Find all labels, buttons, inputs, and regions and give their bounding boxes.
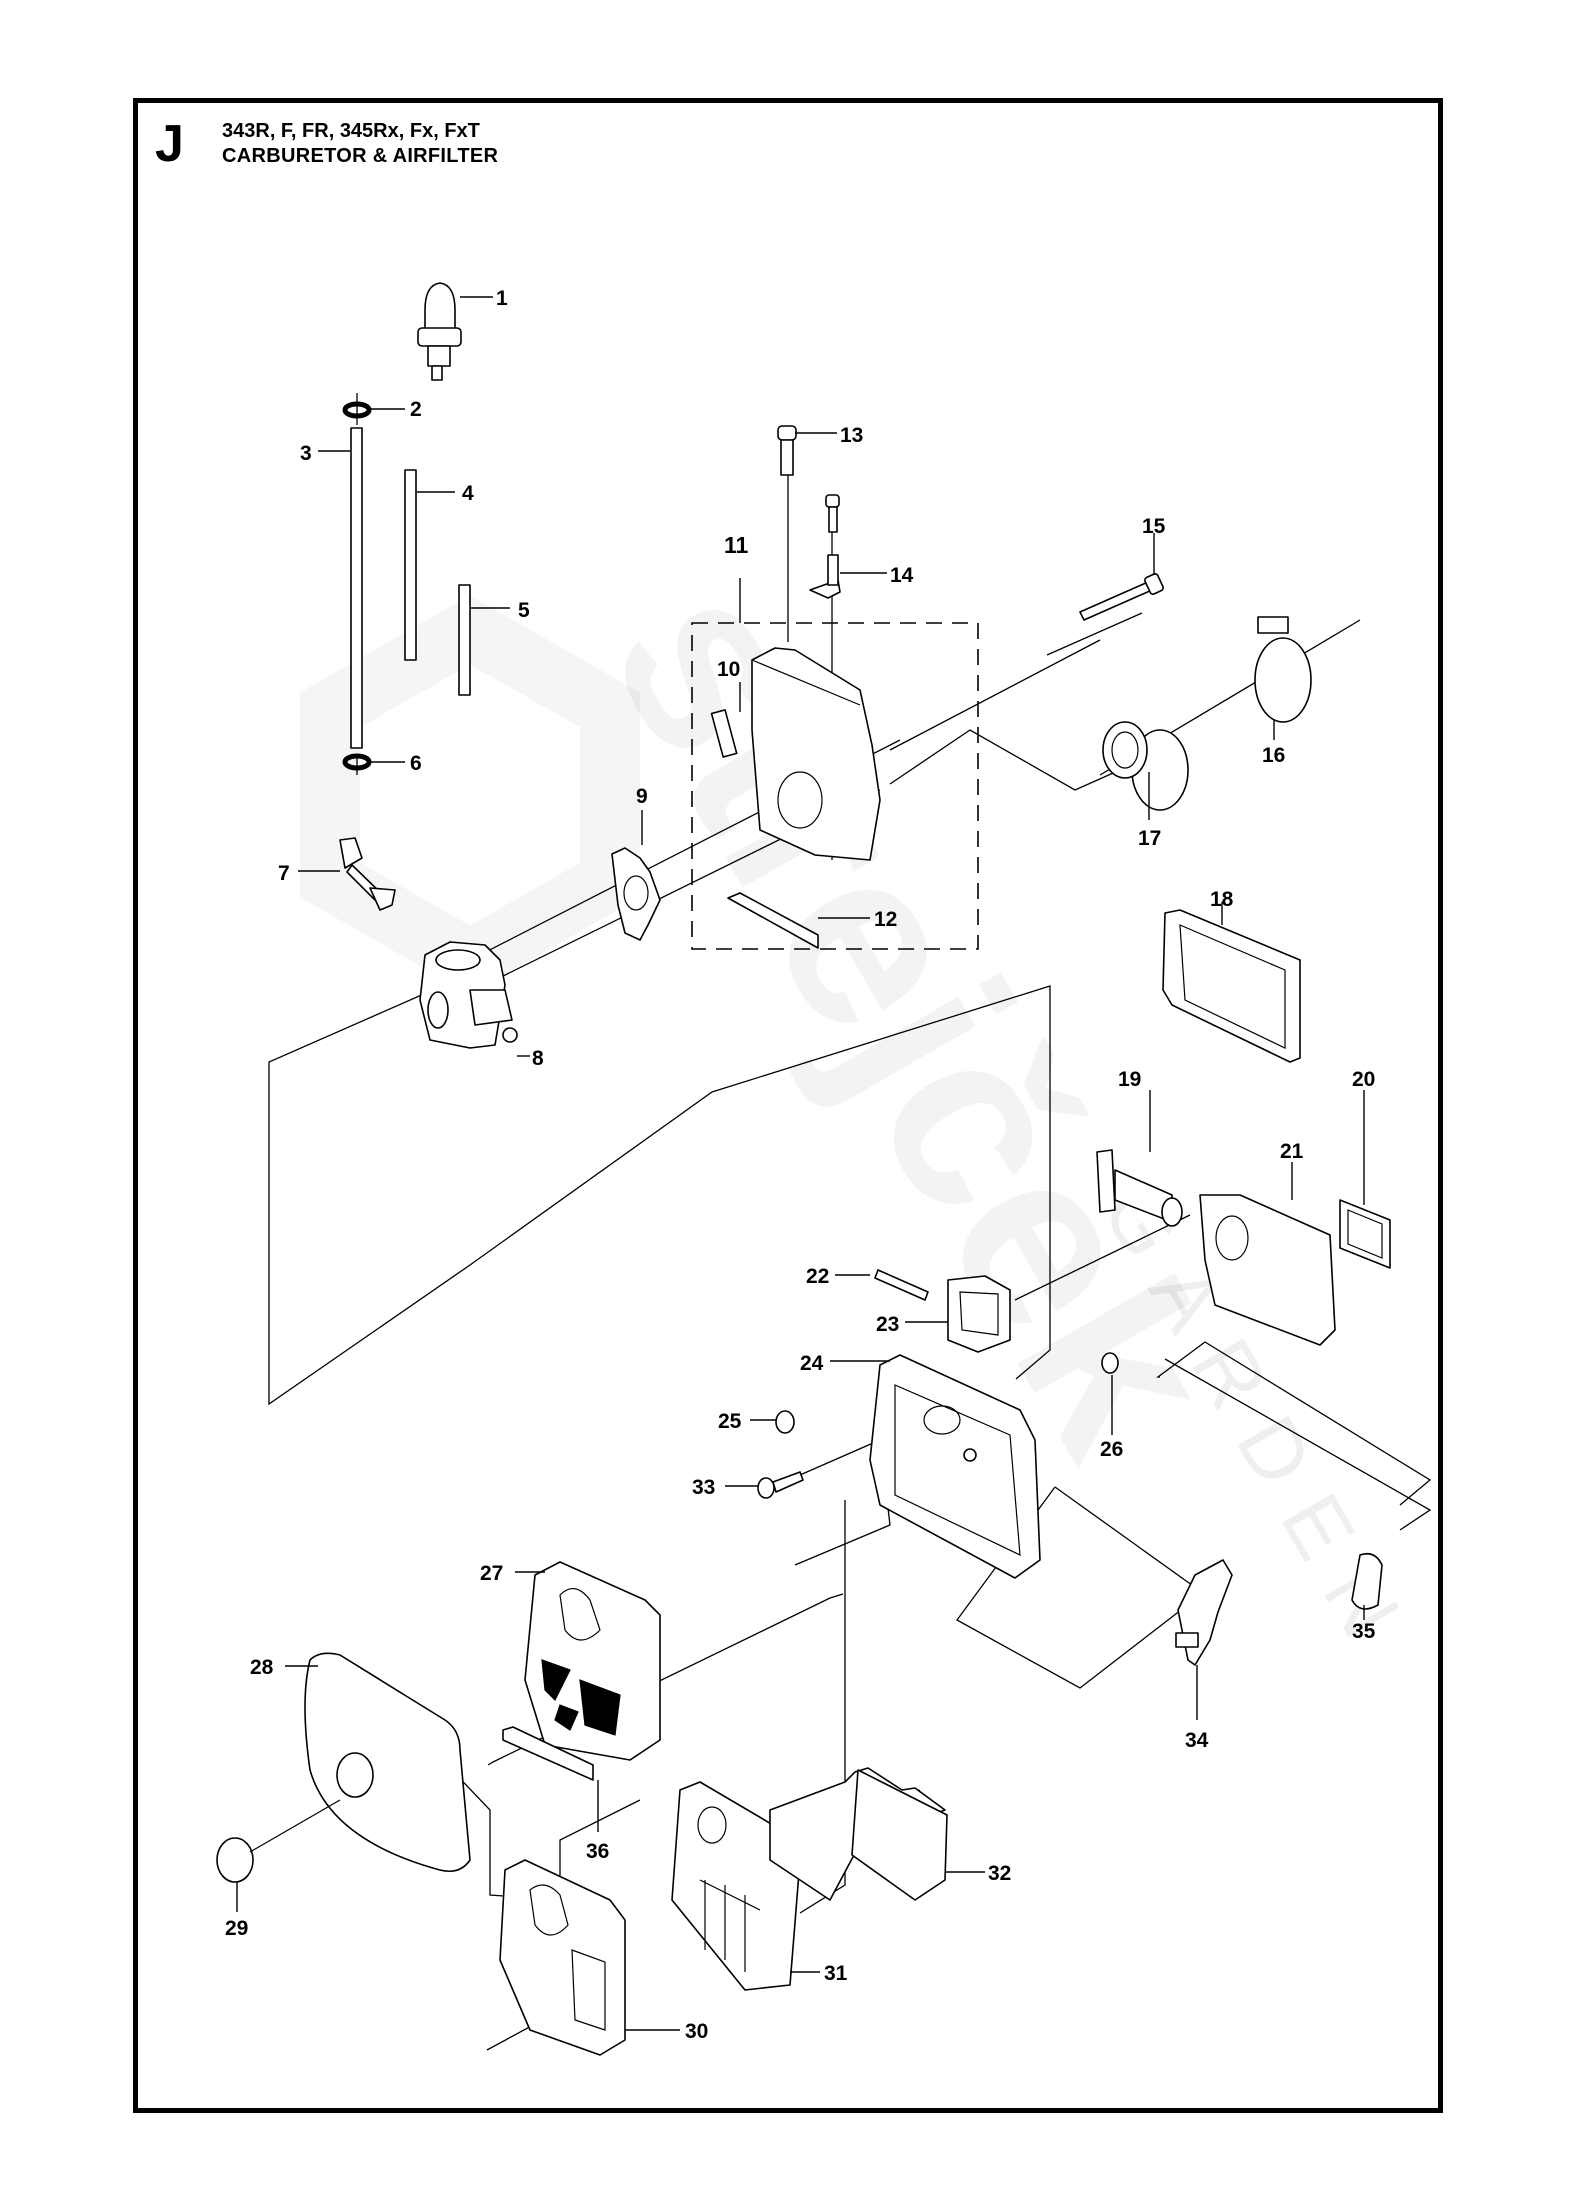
part-label-31[interactable]: 31 [824, 1962, 848, 1985]
hose-clamp-icon[interactable] [1254, 616, 1312, 723]
part-label-8[interactable]: 8 [532, 1047, 544, 1070]
part-label-35[interactable]: 35 [1352, 1620, 1376, 1643]
part-label-19[interactable]: 19 [1118, 1068, 1141, 1091]
part-label-12[interactable]: 12 [874, 908, 897, 931]
air-filter-base-icon[interactable] [869, 1354, 1041, 1579]
intake-axis-step [889, 729, 1121, 791]
axis-26 [1014, 1214, 1191, 1301]
cover-axis-upper [487, 1593, 844, 1766]
filter-cover-decal-icon[interactable] [524, 1561, 661, 1761]
nut-right-icon[interactable] [1101, 1352, 1119, 1374]
part-label-33[interactable]: 33 [692, 1476, 715, 1499]
bolt-axis [1046, 612, 1143, 656]
o-ring-top-icon[interactable] [342, 401, 372, 419]
part-label-23[interactable]: 23 [876, 1313, 899, 1336]
part-label-32[interactable]: 32 [988, 1862, 1011, 1885]
assembly-outline-right [1156, 1341, 1432, 1506]
part-label-6[interactable]: 6 [410, 752, 422, 775]
fuel-hose-medium-icon[interactable] [404, 469, 417, 661]
part-label-22[interactable]: 22 [806, 1265, 829, 1288]
choke-bracket-icon[interactable] [1175, 1559, 1233, 1666]
kit-group-box [691, 622, 979, 950]
small-pad-icon[interactable] [710, 709, 738, 758]
part-label-11[interactable]: 11 [724, 532, 749, 558]
part-label-13[interactable]: 13 [840, 424, 863, 447]
intake-tube-icon[interactable] [1096, 1149, 1183, 1227]
intake-bracket-icon[interactable] [751, 647, 881, 861]
vertical-axis-33 [799, 1500, 846, 1914]
bracket-clip-icon[interactable] [809, 494, 841, 599]
choke-flap-icon[interactable] [1351, 1552, 1383, 1610]
part-label-5[interactable]: 5 [518, 599, 530, 622]
part-label-17[interactable]: 17 [1138, 827, 1161, 850]
part-label-28[interactable]: 28 [250, 1656, 274, 1679]
part-label-21[interactable]: 21 [1280, 1140, 1304, 1163]
drawing-frame [133, 98, 1443, 2113]
part-label-14[interactable]: 14 [890, 564, 914, 587]
filter-holder-icon[interactable] [671, 1781, 801, 1991]
filter-housing-icon[interactable] [1199, 1194, 1336, 1346]
assembly-outline-left [268, 985, 1051, 1406]
assembly-outline-34 [956, 1486, 1205, 1689]
part-label-1[interactable]: 1 [496, 287, 508, 310]
part-label-27[interactable]: 27 [480, 1562, 503, 1585]
part-label-9[interactable]: 9 [636, 785, 648, 808]
part-label-15[interactable]: 15 [1142, 515, 1166, 538]
part-label-2[interactable]: 2 [410, 398, 422, 421]
nut-left-icon[interactable] [775, 1410, 795, 1434]
screw-long-icon[interactable] [777, 425, 797, 476]
part-label-3[interactable]: 3 [300, 442, 312, 465]
inner-cover-icon[interactable] [499, 1859, 626, 2056]
part-label-16[interactable]: 16 [1262, 744, 1285, 767]
foam-strip-icon[interactable] [727, 892, 819, 949]
fuel-hose-short-icon[interactable] [458, 584, 471, 696]
intake-boot-icon[interactable] [1102, 721, 1189, 811]
part-label-30[interactable]: 30 [685, 2020, 708, 2043]
seal-strip-icon[interactable] [502, 1726, 594, 1781]
part-label-4[interactable]: 4 [462, 482, 474, 505]
carburetor-gasket-icon[interactable] [611, 847, 661, 941]
part-label-36[interactable]: 36 [586, 1840, 609, 1863]
part-label-20[interactable]: 20 [1352, 1068, 1375, 1091]
part-label-7[interactable]: 7 [278, 862, 290, 885]
filter-plate-icon[interactable] [1162, 909, 1301, 1063]
gasket-square-icon[interactable] [1339, 1199, 1391, 1269]
holder-icon[interactable] [947, 1275, 1011, 1353]
sheet-models: 343R, F, FR, 345Rx, Fx, FxT [222, 120, 480, 142]
part-label-34[interactable]: 34 [1185, 1729, 1209, 1752]
part-label-24[interactable]: 24 [800, 1352, 824, 1375]
cover-knob-icon[interactable] [216, 1799, 341, 1883]
leader-lines [236, 296, 1365, 2031]
part-labels: 1 2 3 4 5 6 7 8 9 10 11 12 13 14 15 16 1… [225, 287, 1376, 2043]
intake-axis-mid [889, 639, 1101, 751]
outer-cover-icon[interactable] [304, 1652, 471, 1873]
o-ring-bottom-icon[interactable] [342, 753, 372, 771]
part-label-26[interactable]: 26 [1100, 1438, 1123, 1461]
part-label-29[interactable]: 29 [225, 1917, 248, 1940]
sheet-section-title: CARBURETOR & AIRFILTER [222, 145, 499, 167]
foam-filter-icon[interactable] [769, 1767, 948, 1901]
screw-icon[interactable] [757, 1471, 804, 1499]
fuel-hose-long-icon[interactable] [350, 427, 363, 749]
sheet-letter: J [155, 115, 184, 173]
part-label-18[interactable]: 18 [1210, 888, 1234, 911]
pin-icon[interactable] [874, 1269, 929, 1301]
axis-35 [1164, 1358, 1432, 1531]
long-bolt-icon[interactable] [1079, 573, 1164, 621]
carburetor-icon[interactable] [419, 941, 518, 1049]
primer-bulb-icon[interactable] [417, 282, 462, 381]
part-label-10[interactable]: 10 [717, 658, 740, 681]
choke-lever-icon[interactable] [339, 837, 396, 911]
part-label-25[interactable]: 25 [718, 1410, 742, 1433]
